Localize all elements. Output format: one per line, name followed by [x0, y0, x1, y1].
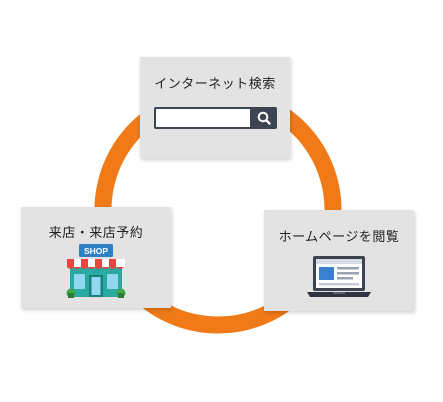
search-bar-icon [154, 107, 277, 129]
laptop-icon [307, 256, 371, 297]
step-card-store: 来店・来店予約 SHOP [21, 207, 171, 308]
step-card-homepage: ホームページを閲覧 [264, 210, 414, 311]
step-card-search: インターネット検索 [140, 57, 290, 158]
shop-icon: SHOP [66, 244, 126, 298]
magnifier-icon [257, 111, 271, 125]
search-field-illustration [156, 109, 250, 127]
step-label-search: インターネット検索 [154, 77, 276, 92]
step-label-store: 来店・来店予約 [48, 226, 144, 241]
shop-sign-text: SHOP [84, 246, 108, 256]
step-label-homepage: ホームページを閲覧 [278, 230, 400, 245]
